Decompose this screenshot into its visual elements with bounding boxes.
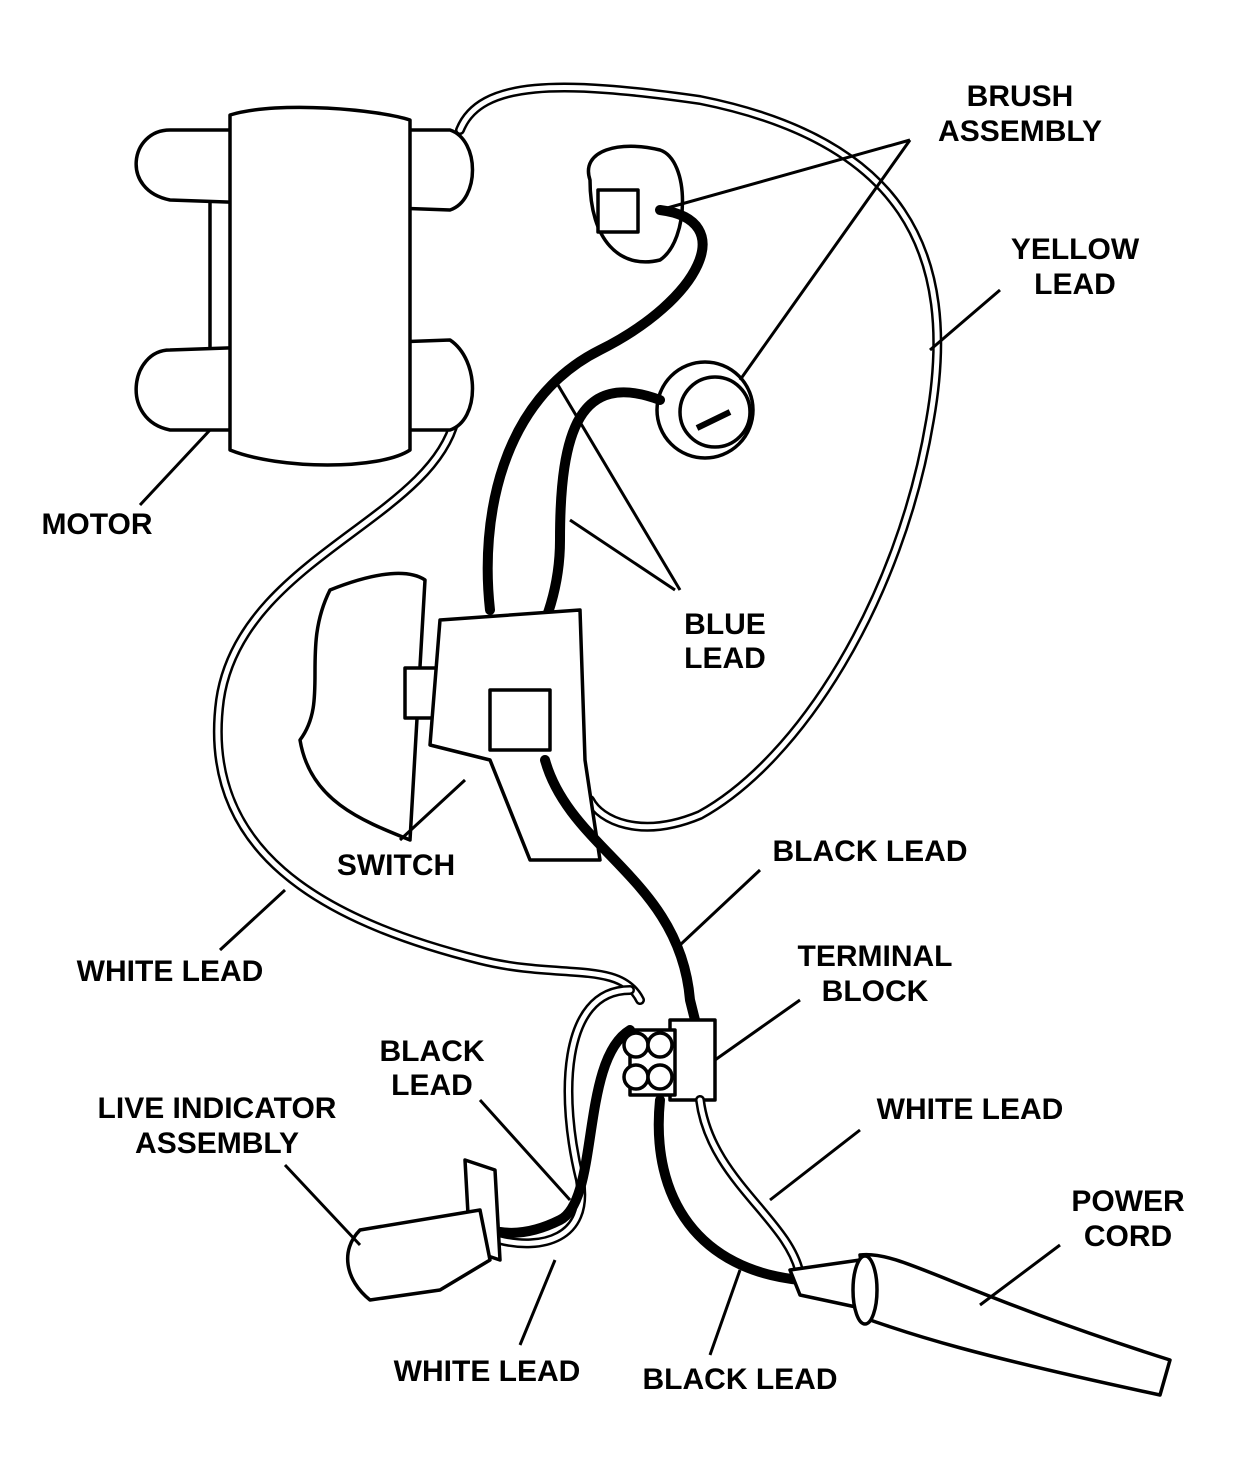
motor (134, 105, 475, 467)
black-lead-indicator-label-line2: LEAD (391, 1069, 473, 1102)
yellow-lead-label-line2: LEAD (1034, 268, 1116, 301)
terminal-block (622, 1018, 717, 1102)
terminal-block-label-line2: BLOCK (822, 975, 929, 1008)
yellow-lead-label-line1: YELLOW (1011, 233, 1140, 266)
leader-lines (138, 138, 1061, 1356)
indicator-leads (495, 985, 635, 1249)
live-indicator-label-line1: LIVE INDICATOR (98, 1092, 337, 1125)
power-cord (788, 1252, 1172, 1397)
white-lead-label-left: WHITE LEAD (77, 955, 264, 988)
switch (298, 571, 602, 862)
power-cord-label-line1: POWER (1071, 1185, 1185, 1218)
live-indicator (345, 1158, 502, 1302)
live-indicator-label-line2: ASSEMBLY (135, 1127, 299, 1160)
white-lead-label-bottom: WHITE LEAD (394, 1355, 581, 1388)
power-cord-label-line2: CORD (1084, 1220, 1172, 1253)
blue-lead-label-line2: LEAD (684, 642, 766, 675)
white-lead-label-right: WHITE LEAD (877, 1093, 1064, 1126)
brush-assembly-label-line1: BRUSH (967, 80, 1074, 113)
switch-label: SWITCH (337, 849, 455, 882)
black-lead-label-bottom: BLACK LEAD (643, 1363, 838, 1396)
white-lead-wire (212, 415, 645, 1005)
motor-label: MOTOR (41, 508, 152, 541)
brush-assembly (586, 144, 755, 460)
blue-lead-label-line1: BLUE (684, 608, 766, 641)
brush-assembly-label-line2: ASSEMBLY (938, 115, 1102, 148)
black-lead-indicator-label-line1: BLACK (380, 1035, 485, 1068)
power-cord-leads (653, 1095, 805, 1285)
yellow-lead-wire (455, 82, 943, 832)
terminal-block-label-line1: TERMINAL (798, 940, 953, 973)
black-lead-wire (540, 755, 705, 1045)
black-lead-label-top: BLACK LEAD (773, 835, 968, 868)
